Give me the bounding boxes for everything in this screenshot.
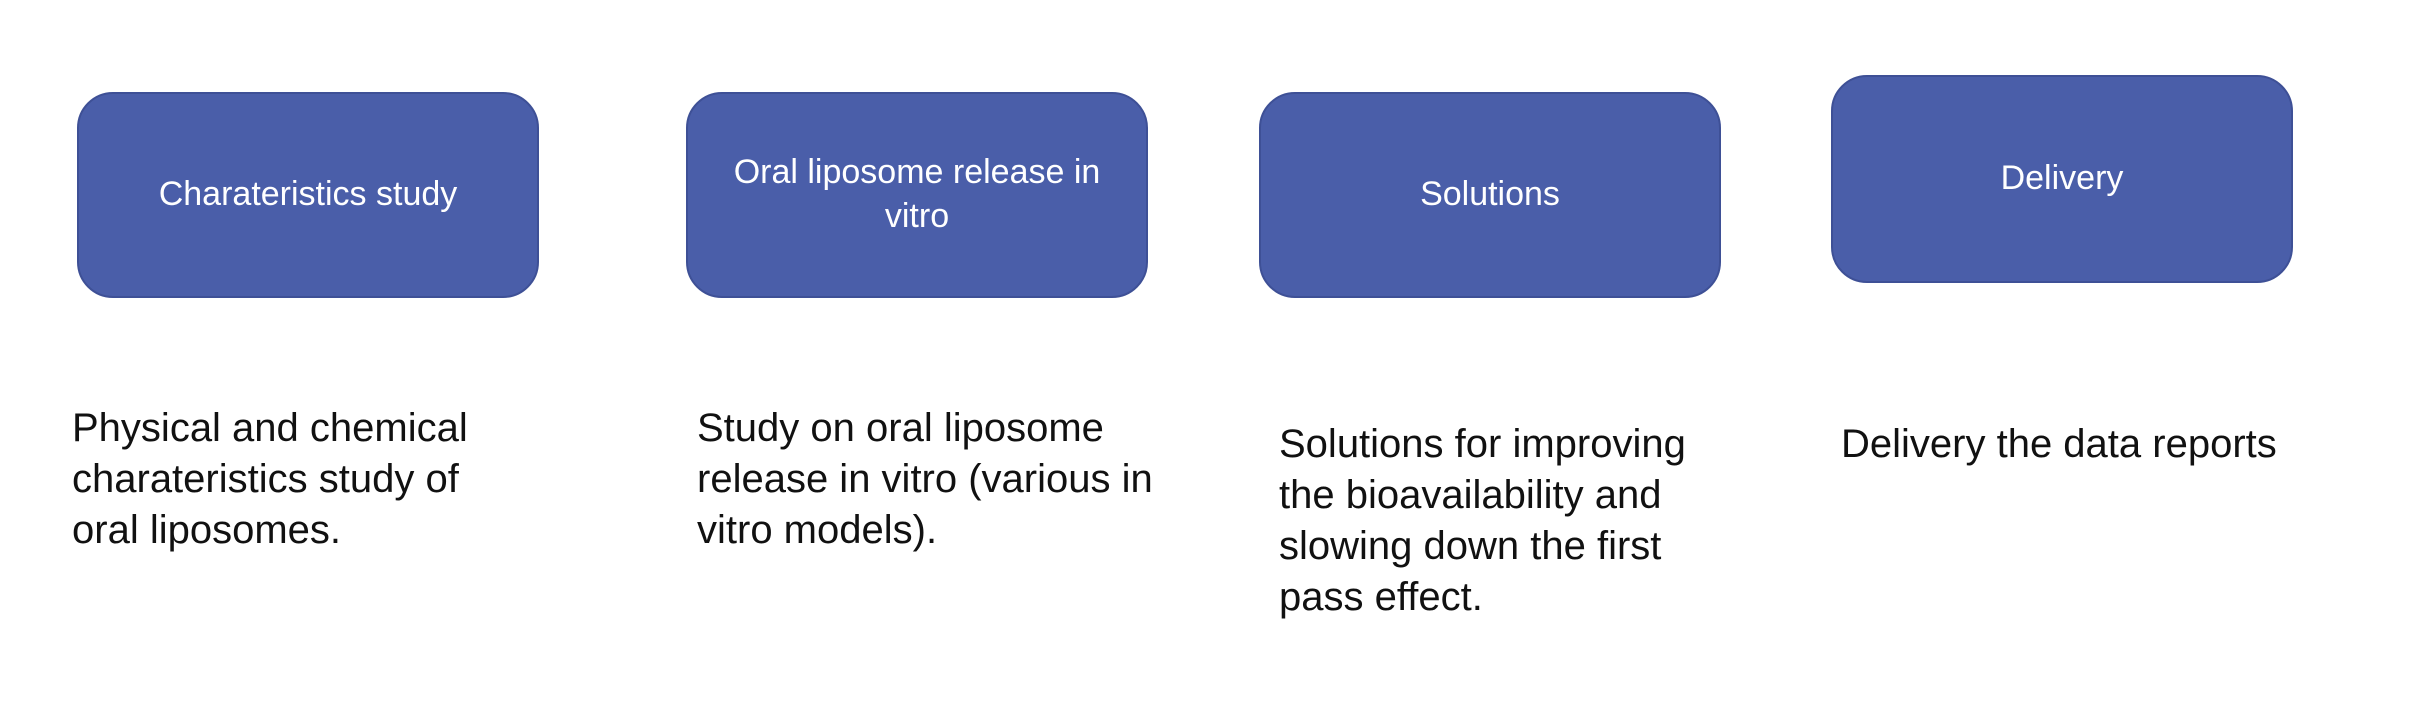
step-box-release-in-vitro: Oral liposome release in vitro xyxy=(686,92,1148,298)
step-description-release-in-vitro: Study on oral liposome release in vitro … xyxy=(697,406,1153,552)
step-title: Delivery xyxy=(2000,159,2124,198)
step-description-characteristics: Physical and chemical charateristics stu… xyxy=(72,406,468,552)
step-box-characteristics: Charateristics study xyxy=(77,92,539,298)
step-box-solutions: Solutions xyxy=(1259,92,1721,298)
step-title: Charateristics study xyxy=(158,175,458,214)
step-description-solutions: Solutions for improving the bioavailabil… xyxy=(1279,422,1686,619)
step-title: Oral liposome release in vitro xyxy=(733,153,1101,235)
step-title: Solutions xyxy=(1420,175,1560,214)
step-box-delivery: Delivery xyxy=(1831,75,2293,283)
step-description-delivery: Delivery the data reports xyxy=(1841,422,2277,466)
